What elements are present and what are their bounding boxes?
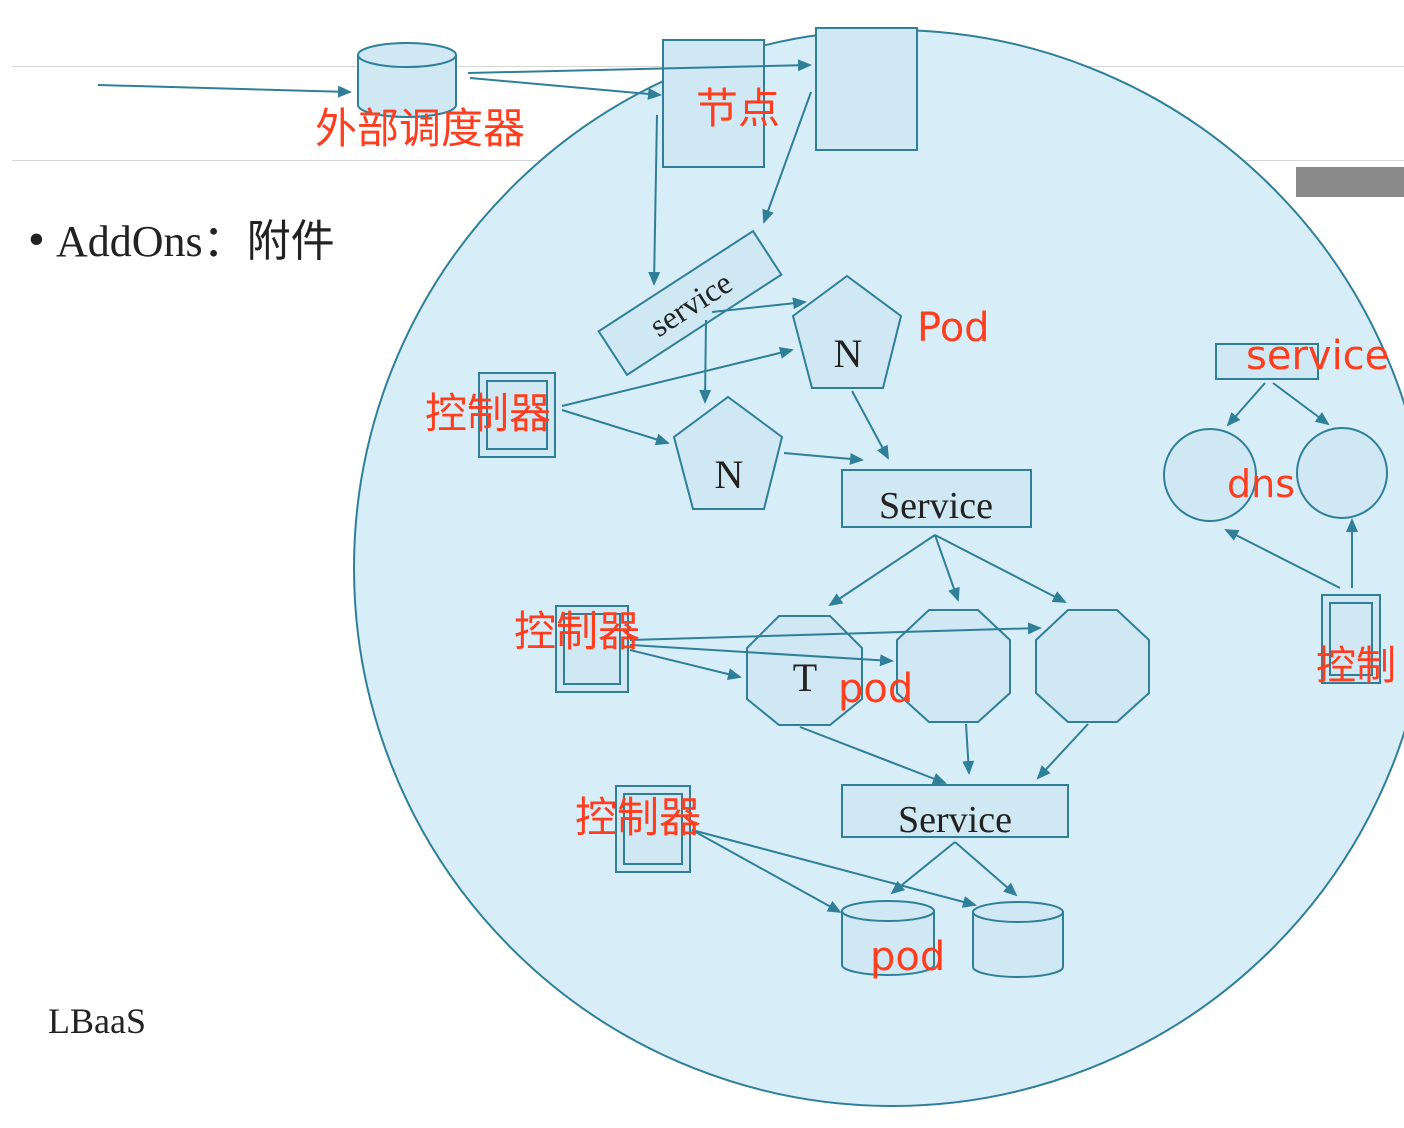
lbaas-label: LBaaS: [48, 1001, 146, 1041]
annotation-pod-mid: pod: [838, 666, 913, 712]
addons-bullet-text: AddOns：附件: [56, 217, 335, 266]
annotation-service-right: service: [1246, 333, 1389, 379]
annotation-pod-low: pod: [870, 934, 945, 980]
annotation-dns: dns: [1227, 462, 1295, 506]
flow-arrows: [97, 59, 1358, 913]
annotation-pod-upper: Pod: [917, 305, 990, 351]
service-box-low: [841, 784, 1069, 838]
service-box-mid: [841, 469, 1032, 528]
node-box: [662, 39, 765, 168]
pod-cylinder-1: [841, 900, 935, 976]
annotation-controller-1: 控制器: [425, 389, 551, 438]
controller-box-1: [478, 372, 556, 458]
annotation-controller-2: 控制器: [514, 607, 640, 656]
pod-octagon-2: [896, 609, 1011, 723]
annotation-controller-right: 控制: [1316, 643, 1396, 689]
annotation-node: 节点: [696, 84, 780, 133]
controller-box-right: [1321, 594, 1381, 684]
service-label-mid: Service: [879, 485, 993, 527]
dns-service-box: [1215, 343, 1319, 380]
addons-bullet-marker: •: [28, 213, 45, 266]
master-box: [815, 27, 918, 151]
pod-letter-lower: N: [715, 452, 744, 497]
pod-cylinder-2: [972, 901, 1064, 978]
pod-octagon-3: [1035, 609, 1150, 723]
annotation-controller-3: 控制器: [575, 793, 701, 842]
pod-pentagon-upper: [791, 274, 903, 389]
dark-slide-bar: [1296, 167, 1404, 197]
dns-circle-right: [1296, 427, 1388, 519]
pod-octagon-1: [746, 615, 863, 726]
dns-circle-left: [1163, 428, 1257, 522]
external-scheduler-cylinder: [357, 42, 457, 118]
controller-box-2: [555, 605, 629, 693]
service-label-low: Service: [898, 799, 1012, 841]
pod-pentagon-lower: [672, 395, 784, 510]
annotation-external-scheduler: 外部调度器: [315, 104, 525, 153]
pod-letter-upper: N: [834, 331, 863, 376]
pod-octagon-letter: T: [793, 655, 817, 700]
controller-box-3: [615, 785, 691, 873]
